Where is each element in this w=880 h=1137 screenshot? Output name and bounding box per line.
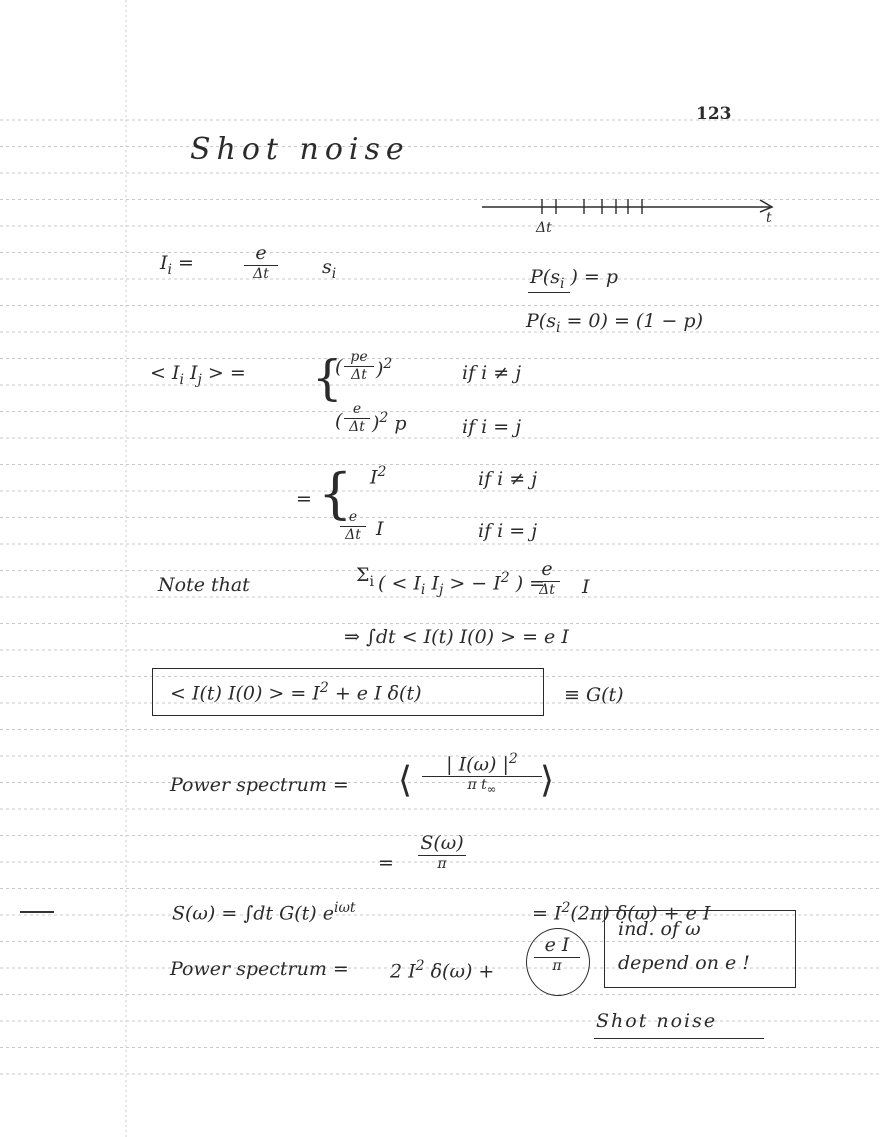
- s-definition-rhs: = I2(2π) δ(ω) + e I: [532, 900, 711, 925]
- left-brace-2: {: [318, 462, 353, 525]
- power-spectrum-label-1: Power spectrum =: [170, 774, 349, 796]
- case2-tail: )2 p: [372, 410, 407, 435]
- power-spectrum-2-mid: 2 I2 δ(ω) +: [390, 958, 495, 983]
- delta-t-label: Δt: [536, 220, 552, 236]
- note-body: ( < Ii Ij > − I2 ) =: [378, 570, 546, 599]
- probability-underline: [528, 292, 570, 293]
- case1-paren-open: (: [335, 356, 343, 378]
- boxed-definition: ≡ G(t): [564, 684, 624, 706]
- current-def-s: si: [322, 256, 337, 282]
- power-spectrum-fraction: | I(ω) |2 π t∞: [422, 752, 542, 795]
- s-over-pi-fraction: S(ω)π: [418, 833, 466, 872]
- time-axis-ticks: [541, 199, 643, 214]
- case2-paren-open: (: [335, 410, 343, 432]
- probability-line-1: P(si ) = p: [530, 266, 619, 292]
- case4-condition: if i = j: [478, 520, 538, 542]
- annotation-line-2: depend on e !: [618, 952, 750, 974]
- t-axis-label: t: [766, 210, 772, 226]
- implies-line: ⇒ ∫dt < I(t) I(0) > = e I: [344, 626, 569, 648]
- case2-condition: if i = j: [462, 416, 522, 438]
- current-def-lhs: Ii =: [160, 252, 194, 278]
- page-number: 123: [696, 104, 732, 124]
- note-sum: Σi: [356, 564, 374, 590]
- case1-paren-close: )2: [376, 356, 393, 381]
- shot-noise-label: Shot noise: [596, 1010, 718, 1032]
- note-rhs-tail: I: [582, 576, 590, 598]
- boxed-correlation: [152, 668, 544, 716]
- equals-s-over-pi: =: [378, 852, 394, 874]
- boxed-equation-text: < I(t) I(0) > = I2 + e I δ(t): [170, 680, 422, 705]
- correlation-lhs: < Ii Ij > =: [150, 362, 246, 388]
- angle-close: ⟩: [540, 760, 555, 801]
- annotation-box: [604, 910, 796, 988]
- time-axis-arrowhead: [759, 199, 774, 213]
- s-definition: S(ω) = ∫dt G(t) eiωt: [172, 900, 356, 925]
- case4-tail: I: [376, 518, 384, 540]
- shot-noise-underline: [594, 1038, 764, 1039]
- left-brace-1: {: [312, 350, 343, 406]
- note-label: Note that: [158, 574, 250, 596]
- case3-condition: if i ≠ j: [478, 468, 538, 490]
- case3-value: I2: [370, 464, 387, 489]
- probability-line-2: P(si = 0) = (1 − p): [526, 310, 704, 336]
- case1-condition: if i ≠ j: [462, 362, 522, 384]
- equals-2: =: [296, 488, 312, 510]
- power-spectrum-label-2: Power spectrum =: [170, 958, 349, 980]
- time-axis-diagram: [482, 199, 774, 214]
- circled-shot-term: [526, 928, 590, 996]
- page-title: Shot noise: [190, 132, 410, 167]
- angle-open: ⟨: [398, 760, 413, 801]
- annotation-line-1: ind. of ω: [618, 918, 701, 940]
